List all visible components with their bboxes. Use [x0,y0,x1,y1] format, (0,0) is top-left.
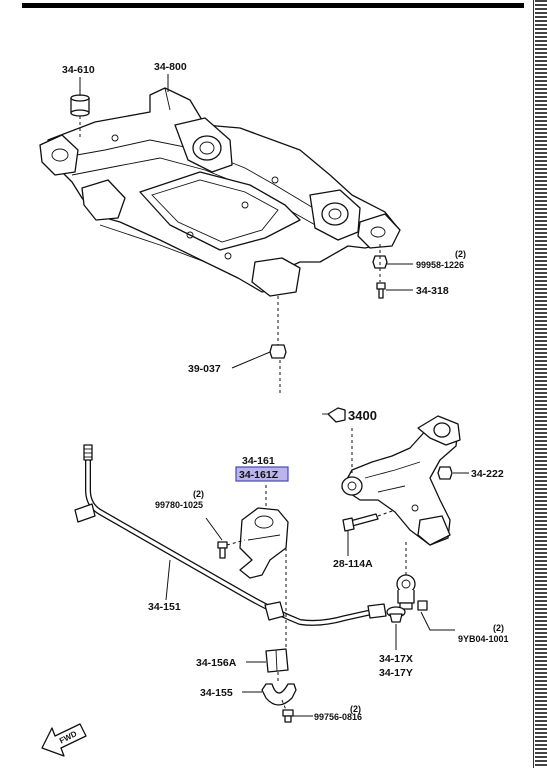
label-34-800[interactable]: 34-800 [154,61,187,73]
label-34-161z[interactable]: 34-161Z [239,469,279,481]
label-34-156a[interactable]: 34-156A [196,657,237,669]
qty-99756: (2) [350,704,361,714]
label-34-318[interactable]: 34-318 [416,285,449,297]
stabilizer-bar-drawing [74,444,387,626]
part-99756-bolt [282,709,313,723]
part-39-037-nut [231,344,287,369]
part-34-155-bracket [242,683,297,706]
part-34-156a-bushing [246,648,289,673]
header-rule [22,3,524,8]
part-34-318-bolt [376,282,413,299]
hand-pointer-icon [322,407,346,423]
qty-99780: (2) [193,489,204,499]
label-34-222[interactable]: 34-222 [471,468,504,480]
label-99756-0816[interactable]: 99756-0816 [314,712,362,722]
label-34-610[interactable]: 34-610 [62,64,95,76]
label-34-17x[interactable]: 34-17X [379,653,413,665]
label-9yb04-1001[interactable]: 9YB04-1001 [458,634,509,644]
label-28-114a[interactable]: 28-114A [333,558,373,570]
page-edge-hatch [535,0,547,768]
fwd-arrow-icon: FWD [41,723,87,757]
part-99958-nut [372,255,413,269]
subframe-drawing [39,87,401,297]
part-28-114a-bolt [342,509,396,556]
label-34-161[interactable]: 34-161 [242,455,275,467]
page-edge-line [533,0,534,768]
part-34-161-bracket [239,485,289,579]
label-34-17y[interactable]: 34-17Y [379,667,413,679]
part-99780-bolt [205,517,246,559]
highlight-box [235,466,289,482]
label-99780-1025[interactable]: 99780-1025 [155,500,203,510]
label-39-037[interactable]: 39-037 [188,363,221,375]
label-34-151[interactable]: 34-151 [148,601,181,613]
label-34-155[interactable]: 34-155 [200,687,233,699]
label-3400[interactable]: 3400 [348,408,377,423]
qty-9yb04: (2) [493,623,504,633]
part-34-17x-link [386,540,455,650]
label-99958-1226[interactable]: 99958-1226 [416,260,464,270]
lower-arm-drawing [341,415,469,546]
part-34-610-bushing [70,94,90,140]
qty-99958: (2) [455,249,466,259]
